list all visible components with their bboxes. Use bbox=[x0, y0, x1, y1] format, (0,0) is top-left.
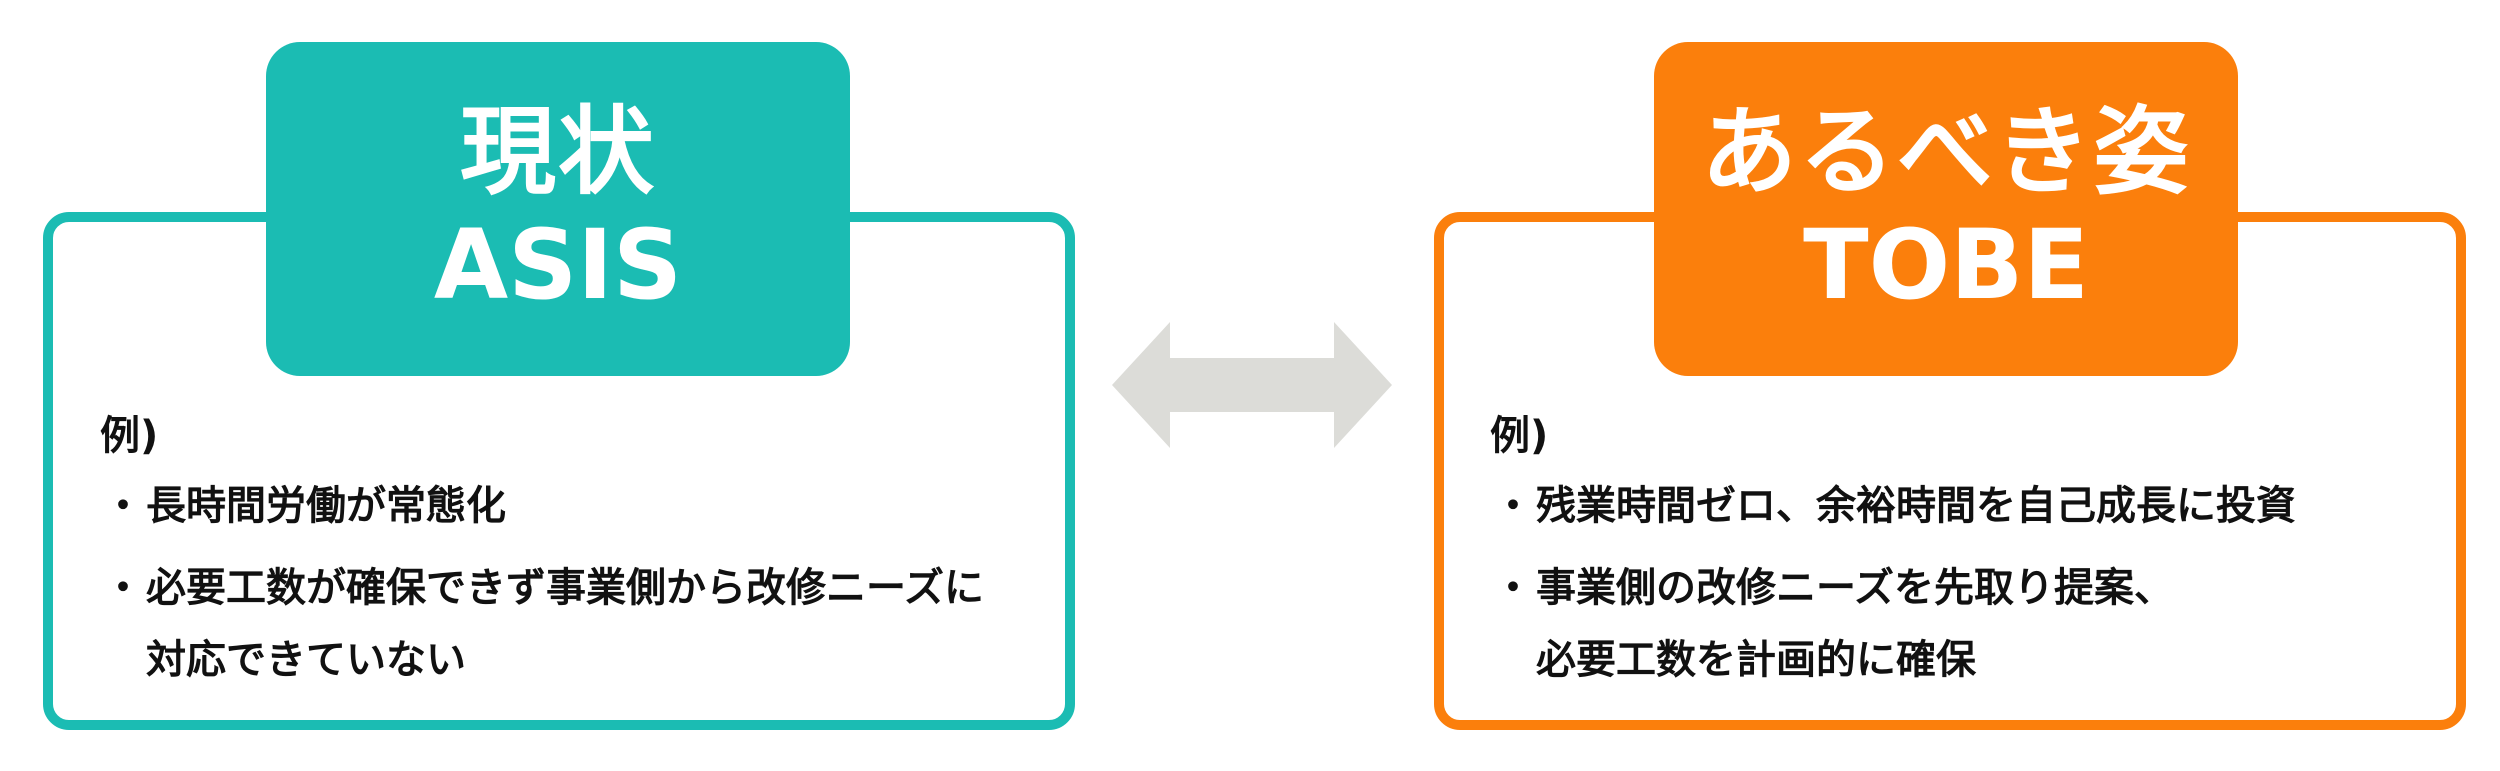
asis-header: 現状 ASIS bbox=[266, 42, 850, 376]
tobe-item: ・ 事業側の改修ニーズを先取り提案、 必要工数を計画的に確保 bbox=[1490, 564, 2440, 696]
bullet: ・ bbox=[103, 565, 143, 611]
tobe-title: あるべき姿 bbox=[1701, 95, 2191, 208]
bullet: ・ bbox=[1493, 565, 1533, 611]
arrow-shape bbox=[1112, 322, 1392, 448]
bullet: ・ bbox=[103, 483, 143, 529]
asis-content: 例) ・ 長時間労働が常態化 ・ 必要工数が確保できず事業側から改修ニーズに 対… bbox=[100, 412, 1050, 718]
asis-item-text: 必要工数が確保できず事業側から改修ニーズに 対応できていない bbox=[146, 565, 984, 683]
asis-item-text: 長時間労働が常態化 bbox=[146, 483, 506, 529]
tobe-item: ・ 残業時間ゼロ、余裕時間を自己成長に投資 bbox=[1490, 482, 2440, 542]
tobe-subtitle: TOBE bbox=[1803, 209, 2089, 321]
tobe-example-label: 例) bbox=[1490, 413, 1549, 459]
asis-item: ・ 長時間労働が常態化 bbox=[100, 482, 1050, 542]
tobe-item-text: 事業側の改修ニーズを先取り提案、 必要工数を計画的に確保 bbox=[1536, 565, 2174, 683]
asis-title: 現状 bbox=[460, 95, 656, 208]
bullet: ・ bbox=[1493, 483, 1533, 529]
tobe-item-text: 残業時間ゼロ、余裕時間を自己成長に投資 bbox=[1536, 483, 2296, 529]
tobe-header: あるべき姿 TOBE bbox=[1654, 42, 2238, 376]
asis-subtitle: ASIS bbox=[433, 209, 683, 321]
tobe-content: 例) ・ 残業時間ゼロ、余裕時間を自己成長に投資 ・ 事業側の改修ニーズを先取り… bbox=[1490, 412, 2440, 718]
asis-item: ・ 必要工数が確保できず事業側から改修ニーズに 対応できていない bbox=[100, 564, 1050, 696]
double-headed-arrow-icon bbox=[1112, 322, 1392, 448]
asis-example-label: 例) bbox=[100, 413, 159, 459]
